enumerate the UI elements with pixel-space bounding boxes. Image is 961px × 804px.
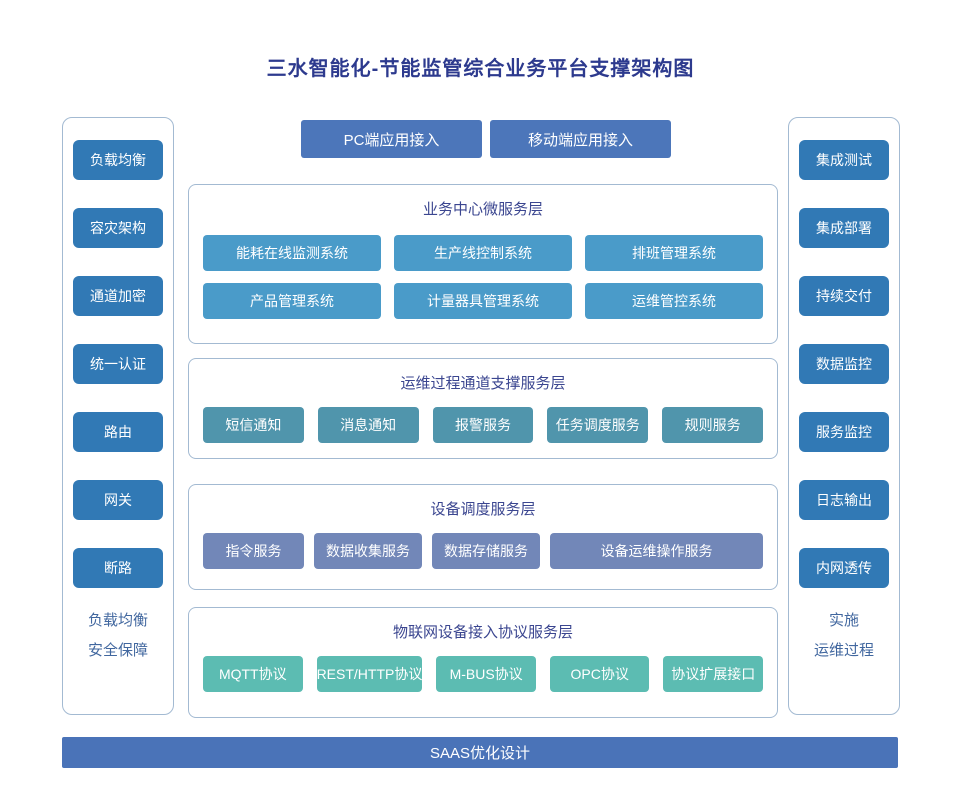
left-item-load-balance: 负载均衡	[73, 140, 163, 180]
layer-title: 物联网设备接入协议服务层	[392, 624, 573, 641]
right-item-continuous-delivery: 持续交付	[799, 276, 889, 316]
left-item-unified-auth: 统一认证	[73, 344, 163, 384]
box-shift-management-system: 排班管理系统	[585, 235, 763, 271]
left-item-channel-encryption: 通道加密	[73, 276, 163, 316]
left-panel-items: 负载均衡 容灾架构 通道加密 统一认证 路由 网关 断路	[63, 118, 173, 588]
layer-title: 运维过程通道支撑服务层	[400, 375, 566, 392]
box-rule-service: 规则服务	[662, 407, 763, 443]
left-item-gateway: 网关	[73, 480, 163, 520]
box-energy-monitoring-system: 能耗在线监测系统	[203, 235, 381, 271]
top-access-buttons: PC端应用接入 移动端应用接入	[301, 120, 671, 158]
pc-access-button: PC端应用接入	[301, 120, 482, 158]
caption-line: 实施	[828, 612, 859, 629]
layer-ops-channel-support: 运维过程通道支撑服务层 短信通知 消息通知 报警服务 任务调度服务 规则服务	[188, 358, 778, 459]
right-panel-caption: 实施 运维过程	[789, 606, 899, 666]
right-panel-items: 集成测试 集成部署 持续交付 数据监控 服务监控 日志输出 内网透传	[789, 118, 899, 588]
box-command-service: 指令服务	[203, 533, 304, 569]
mobile-access-button: 移动端应用接入	[490, 120, 671, 158]
box-alarm-service: 报警服务	[432, 407, 534, 443]
caption-line: 安全保障	[87, 642, 148, 659]
box-ops-control-system: 运维管控系统	[585, 283, 763, 319]
box-metering-instrument-system: 计量器具管理系统	[394, 283, 572, 319]
layer-iot-boxes: MQTT协议 REST/HTTP协议 M-BUS协议 OPC协议 协议扩展接口	[189, 656, 777, 692]
box-opc-protocol: OPC协议	[549, 656, 650, 692]
right-item-service-monitoring: 服务监控	[799, 412, 889, 452]
layer-business-boxes: 能耗在线监测系统 生产线控制系统 排班管理系统 产品管理系统 计量器具管理系统 …	[189, 235, 777, 319]
box-rest-http-protocol: REST/HTTP协议	[316, 656, 423, 692]
box-product-management-system: 产品管理系统	[203, 283, 381, 319]
box-task-scheduling-service: 任务调度服务	[547, 407, 649, 443]
right-item-integration-test: 集成测试	[799, 140, 889, 180]
right-item-data-monitoring: 数据监控	[799, 344, 889, 384]
box-data-collection-service: 数据收集服务	[314, 533, 422, 569]
box-sms-notification: 短信通知	[203, 407, 304, 443]
layer-title: 业务中心微服务层	[422, 201, 543, 218]
box-mbus-protocol: M-BUS协议	[436, 656, 536, 692]
box-production-line-control-system: 生产线控制系统	[394, 235, 572, 271]
left-item-routing: 路由	[73, 412, 163, 452]
caption-line: 负载均衡	[87, 612, 148, 629]
layer-ops-boxes: 短信通知 消息通知 报警服务 任务调度服务 规则服务	[189, 407, 777, 443]
box-mqtt-protocol: MQTT协议	[203, 656, 303, 692]
left-panel-load-balancing-security: 负载均衡 容灾架构 通道加密 统一认证 路由 网关 断路 负载均衡 安全保障	[62, 117, 174, 715]
right-item-log-output: 日志输出	[799, 480, 889, 520]
box-data-storage-service: 数据存储服务	[432, 533, 540, 569]
layer-device-boxes: 指令服务 数据收集服务 数据存储服务 设备运维操作服务	[189, 533, 777, 569]
right-item-integration-deploy: 集成部署	[799, 208, 889, 248]
right-item-intranet-passthrough: 内网透传	[799, 548, 889, 588]
box-message-notification: 消息通知	[317, 407, 419, 443]
left-item-circuit-break: 断路	[73, 548, 163, 588]
box-device-ops-operation-service: 设备运维操作服务	[550, 533, 763, 569]
layer-business-microservices: 业务中心微服务层 能耗在线监测系统 生产线控制系统 排班管理系统 产品管理系统 …	[188, 184, 778, 344]
box-protocol-extension-interface: 协议扩展接口	[663, 656, 764, 692]
layer-title: 设备调度服务层	[430, 501, 536, 518]
saas-optimization-bar: SAAS优化设计	[62, 737, 898, 768]
left-panel-caption: 负载均衡 安全保障	[63, 606, 173, 666]
layer-device-scheduling: 设备调度服务层 指令服务 数据收集服务 数据存储服务 设备运维操作服务	[188, 484, 778, 590]
caption-line: 运维过程	[813, 642, 874, 659]
layer-iot-protocol-access: 物联网设备接入协议服务层 MQTT协议 REST/HTTP协议 M-BUS协议 …	[188, 607, 778, 718]
page-title: 三水智能化-节能监管综合业务平台支撑架构图	[266, 58, 695, 80]
left-item-disaster-recovery: 容灾架构	[73, 208, 163, 248]
right-panel-implementation-ops: 集成测试 集成部署 持续交付 数据监控 服务监控 日志输出 内网透传 实施 运维…	[788, 117, 900, 715]
